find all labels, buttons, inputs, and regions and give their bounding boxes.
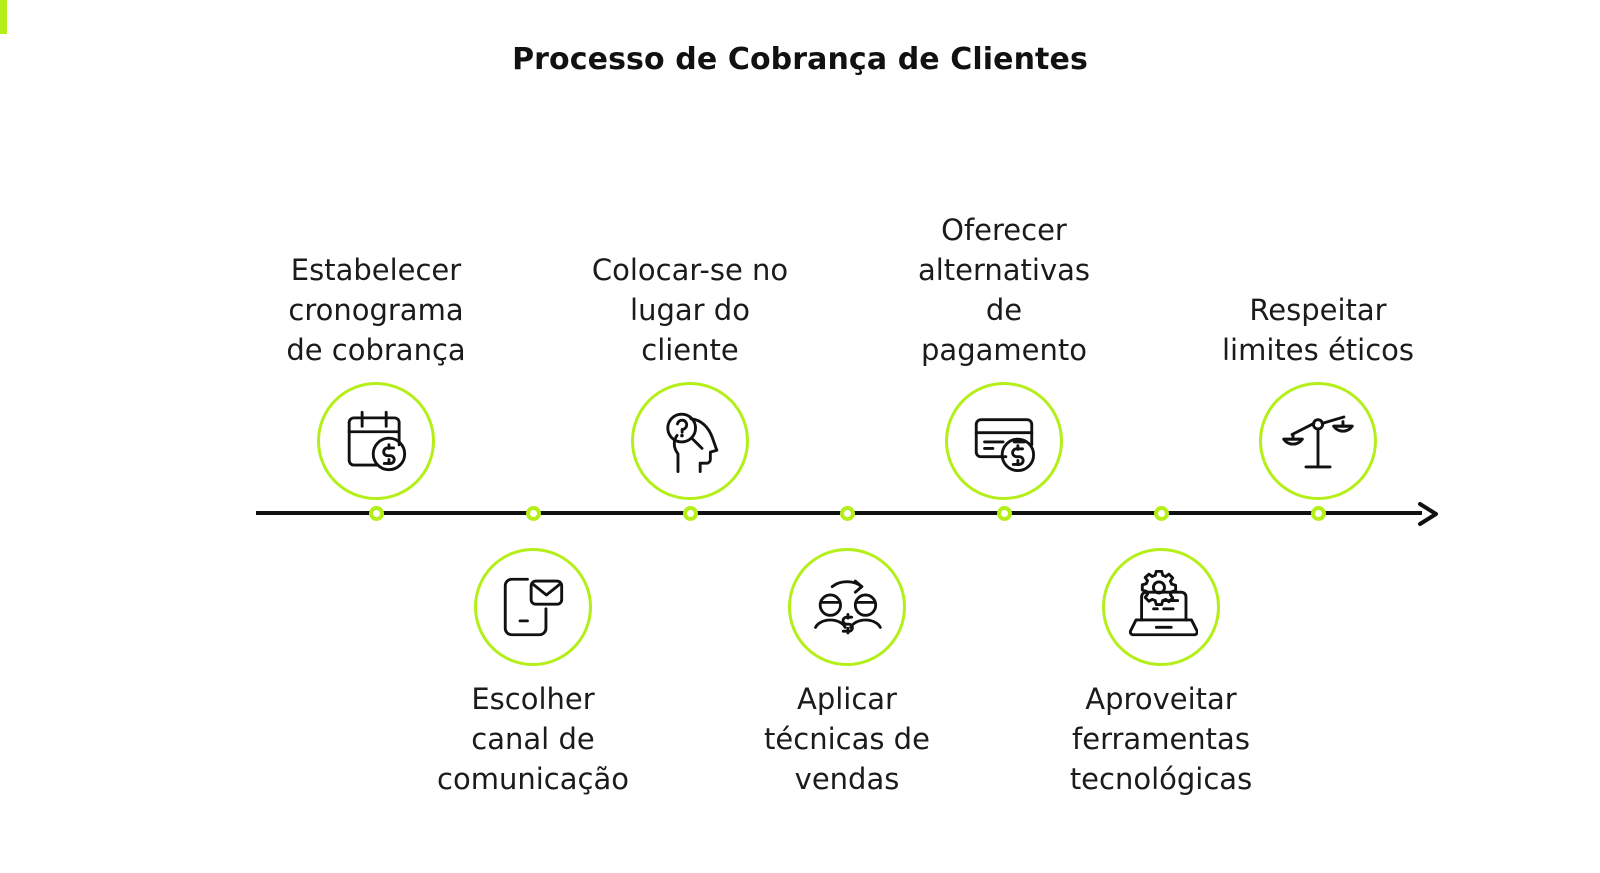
step-label-line: canal de (471, 722, 595, 756)
timeline-line (256, 511, 1422, 515)
step-label-line: tecnológicas (1069, 762, 1253, 796)
step-label-line: pagamento (921, 333, 1087, 367)
credit-card-dollar-icon (967, 404, 1041, 478)
step-label-line: técnicas de (764, 722, 930, 756)
step-label-line: Respeitar (1249, 293, 1387, 327)
step-icon-circle-6 (1102, 548, 1220, 666)
step-label-line: comunicação (437, 762, 629, 796)
timeline-axis (256, 502, 1440, 526)
step-label-line: limites éticos (1221, 333, 1415, 367)
step-icon-circle-7 (1259, 382, 1377, 500)
laptop-gear-icon (1124, 570, 1198, 644)
step-label-line: Estabelecer (290, 253, 462, 287)
step-icon-circle-3 (631, 382, 749, 500)
phone-envelope-icon (496, 570, 570, 644)
timeline-dot-7[interactable] (1310, 506, 1326, 521)
process-step-4[interactable]: Aplicar técnicas de vendas (722, 548, 972, 799)
process-step-1[interactable]: Estabelecer cronograma de cobrança (251, 250, 501, 500)
step-icon-circle-1 (317, 382, 435, 500)
process-step-6[interactable]: Aproveitar ferramentas tecnológicas (1036, 548, 1286, 799)
step-icon-circle-4 (788, 548, 906, 666)
timeline-dot-2[interactable] (525, 506, 541, 521)
step-label-4: Aplicar técnicas de vendas (764, 679, 930, 799)
timeline-dot-5[interactable] (996, 506, 1012, 521)
step-label-line: de cobrança (286, 333, 466, 367)
arrow-right-icon (1418, 502, 1438, 526)
step-label-3: Colocar-se no lugar do cliente (592, 250, 788, 370)
step-label-line: de (985, 293, 1023, 327)
step-label-line: ferramentas (1072, 722, 1250, 756)
step-label-line: Aproveitar (1085, 682, 1237, 716)
process-step-7[interactable]: Respeitar limites éticos (1193, 290, 1443, 500)
step-label-line: cronograma (288, 293, 464, 327)
timeline-dot-4[interactable] (839, 506, 855, 521)
timeline-dot-6[interactable] (1153, 506, 1169, 521)
page-title: Processo de Cobrança de Clientes (512, 42, 1088, 77)
step-label-2: Escolher canal de comunicação (437, 679, 629, 799)
people-exchange-dollar-icon (810, 570, 884, 644)
corner-accent-bar (0, 0, 7, 34)
step-label-7: Respeitar limites éticos (1222, 290, 1414, 370)
step-label-line: lugar do (630, 293, 750, 327)
step-icon-circle-5 (945, 382, 1063, 500)
process-step-2[interactable]: Escolher canal de comunicação (408, 548, 658, 799)
process-step-3[interactable]: Colocar-se no lugar do cliente (565, 250, 815, 500)
step-label-1: Estabelecer cronograma de cobrança (286, 250, 465, 370)
step-label-line: cliente (641, 333, 739, 367)
step-label-line: Oferecer (941, 213, 1067, 247)
step-label-6: Aproveitar ferramentas tecnológicas (1070, 679, 1252, 799)
scales-balance-icon (1281, 404, 1355, 478)
step-label-line: Aplicar (796, 682, 897, 716)
calendar-dollar-icon (339, 404, 413, 478)
step-label-5: Oferecer alternativas de pagamento (918, 210, 1090, 370)
step-icon-circle-2 (474, 548, 592, 666)
timeline-dot-1[interactable] (368, 506, 384, 521)
head-question-icon (653, 404, 727, 478)
step-label-line: Colocar-se no (591, 253, 789, 287)
process-step-5[interactable]: Oferecer alternativas de pagamento (879, 210, 1129, 500)
step-label-line: alternativas (917, 253, 1091, 287)
timeline-dot-3[interactable] (682, 506, 698, 521)
step-label-line: vendas (794, 762, 900, 796)
step-label-line: Escolher (471, 682, 595, 716)
